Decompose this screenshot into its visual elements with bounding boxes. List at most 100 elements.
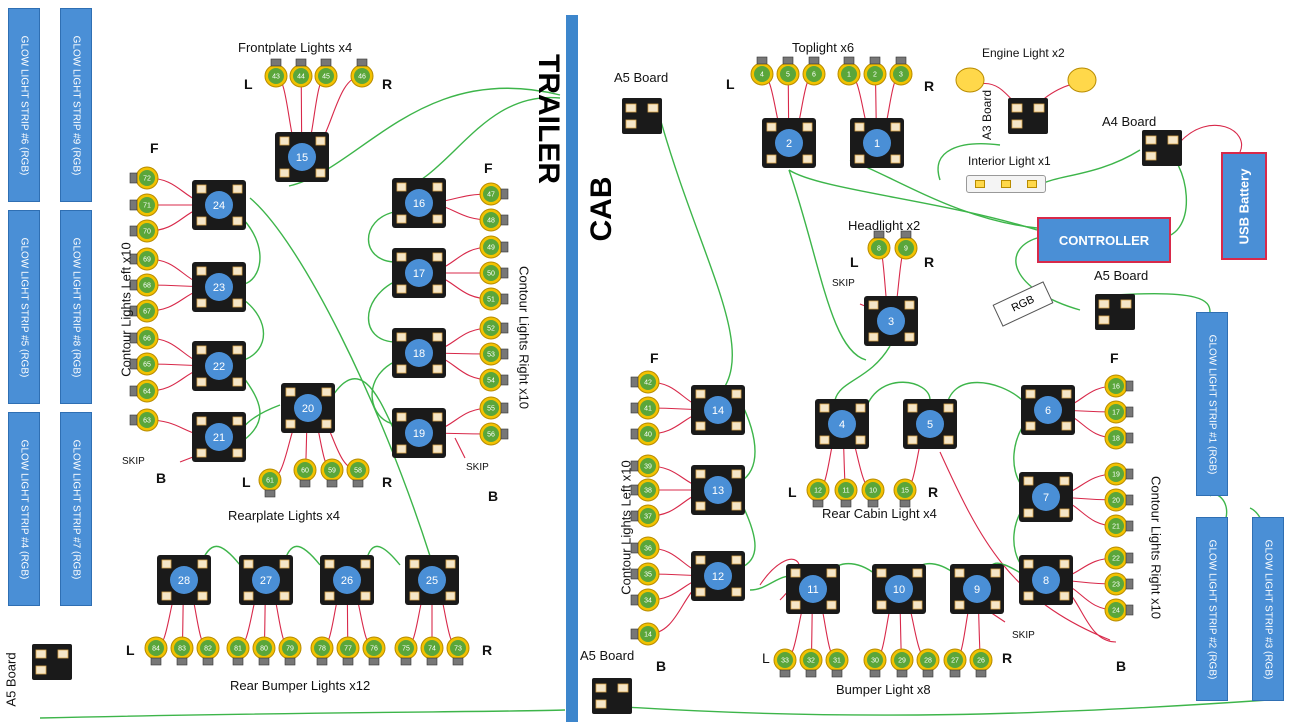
marker-L-rear-bumper: L [126, 642, 135, 658]
bulb-69: 69 [129, 247, 159, 271]
bulb-46: 46 [350, 58, 374, 88]
bulb-47: 47 [479, 182, 509, 206]
bulb-37: 37 [630, 504, 660, 528]
svg-text:45: 45 [322, 74, 330, 81]
board-16: 16 [392, 178, 446, 228]
marker-R-headlight: R [924, 254, 935, 270]
bulb-11: 11 [834, 478, 858, 508]
svg-text:49: 49 [487, 245, 495, 252]
skip-label-3: SKIP [832, 278, 855, 289]
svg-text:48: 48 [487, 218, 495, 225]
svg-text:75: 75 [402, 646, 410, 653]
bulb-4: 4 [750, 56, 774, 86]
bulb-65: 65 [129, 352, 159, 376]
board-19: 19 [392, 408, 446, 458]
board-number-27: 27 [260, 575, 272, 587]
svg-text:54: 54 [487, 378, 495, 385]
bulb-51: 51 [479, 287, 509, 311]
svg-text:82: 82 [204, 646, 212, 653]
board-21: 21 [192, 412, 246, 462]
board-number-17: 17 [413, 268, 425, 280]
svg-text:64: 64 [143, 389, 151, 396]
board-27: 27 [239, 555, 293, 605]
bulb-40: 40 [630, 422, 660, 446]
bulb-60: 60 [293, 458, 317, 488]
trailer-contour-left-label: Contour Lights Left x10 [118, 242, 134, 377]
a4-board [1142, 130, 1182, 166]
bulb-14: 14 [630, 622, 660, 646]
interior-light-strip [966, 175, 1046, 193]
svg-text:28: 28 [924, 658, 932, 665]
svg-text:51: 51 [487, 297, 495, 304]
svg-text:24: 24 [1112, 608, 1120, 615]
marker-R-frontplate: R [382, 76, 393, 92]
bulb-76: 76 [362, 636, 386, 666]
svg-text:79: 79 [286, 646, 294, 653]
board-12: 12 [691, 551, 745, 601]
bulb-21: 21 [1104, 514, 1134, 538]
marker-B-trailer-right: B [488, 488, 499, 504]
svg-text:56: 56 [487, 432, 495, 439]
bulb-20: 20 [1104, 488, 1134, 512]
cab-title: CAB [585, 176, 618, 242]
board-number-28: 28 [178, 575, 190, 587]
bulb-41: 41 [630, 396, 660, 420]
board-number-21: 21 [213, 432, 225, 444]
cab-contour-left-label: Contour Lights Left x10 [618, 460, 634, 595]
board-15: 15 [275, 132, 329, 182]
svg-text:5: 5 [786, 72, 790, 79]
bulb-67: 67 [129, 299, 159, 323]
svg-text:63: 63 [143, 418, 151, 425]
board-17: 17 [392, 248, 446, 298]
svg-text:55: 55 [487, 406, 495, 413]
glow-strip-3: GLOW LIGHT STRIP #3 (RGB) [1252, 517, 1284, 701]
svg-text:42: 42 [644, 380, 652, 387]
svg-text:60: 60 [301, 468, 309, 475]
svg-text:9: 9 [904, 246, 908, 253]
rear-bumper-label: Rear Bumper Lights x12 [230, 678, 371, 693]
svg-text:11: 11 [842, 488, 849, 495]
glow-strip-2: GLOW LIGHT STRIP #2 (RGB) [1196, 517, 1228, 701]
svg-text:37: 37 [644, 514, 652, 521]
board-8: 8 [1019, 555, 1073, 605]
svg-text:21: 21 [1112, 524, 1120, 531]
svg-text:17: 17 [1112, 410, 1120, 417]
bulb-52: 52 [479, 316, 509, 340]
bulb-66: 66 [129, 326, 159, 350]
bulb-1: 1 [837, 56, 861, 86]
svg-text:41: 41 [644, 406, 652, 413]
marker-L-rearplate: L [242, 474, 251, 490]
svg-text:71: 71 [143, 203, 151, 210]
bulb-15: 15 [893, 478, 917, 508]
bulb-77: 77 [336, 636, 360, 666]
board-number-26: 26 [341, 575, 353, 587]
bulb-18: 18 [1104, 426, 1134, 450]
board-number-22: 22 [213, 361, 225, 373]
bulb-83: 83 [170, 636, 194, 666]
cab-contour-right-label: Contour Lights Right x10 [1148, 475, 1164, 620]
svg-text:68: 68 [143, 283, 151, 290]
board-14: 14 [691, 385, 745, 435]
board-23: 23 [192, 262, 246, 312]
svg-text:77: 77 [344, 646, 352, 653]
svg-text:65: 65 [143, 362, 151, 369]
svg-text:47: 47 [487, 192, 495, 199]
bulb-48: 48 [479, 208, 509, 232]
svg-text:34: 34 [644, 598, 652, 605]
board-number-23: 23 [213, 282, 225, 294]
svg-text:38: 38 [644, 488, 652, 495]
toplight-label: Toplight x6 [792, 40, 855, 55]
bulb-50: 50 [479, 261, 509, 285]
board-number-19: 19 [413, 428, 425, 440]
board-number-18: 18 [413, 348, 425, 360]
board-number-7: 7 [1043, 492, 1049, 504]
svg-text:8: 8 [877, 246, 881, 253]
bulb-61: 61 [258, 468, 282, 498]
bulb-16: 16 [1104, 374, 1134, 398]
a5-board-bottom-mid [592, 678, 632, 714]
svg-text:4: 4 [760, 72, 764, 79]
a5-board-cab [1095, 294, 1135, 330]
bulb-82: 82 [196, 636, 220, 666]
a3-board-label: A3 Board [980, 89, 995, 141]
